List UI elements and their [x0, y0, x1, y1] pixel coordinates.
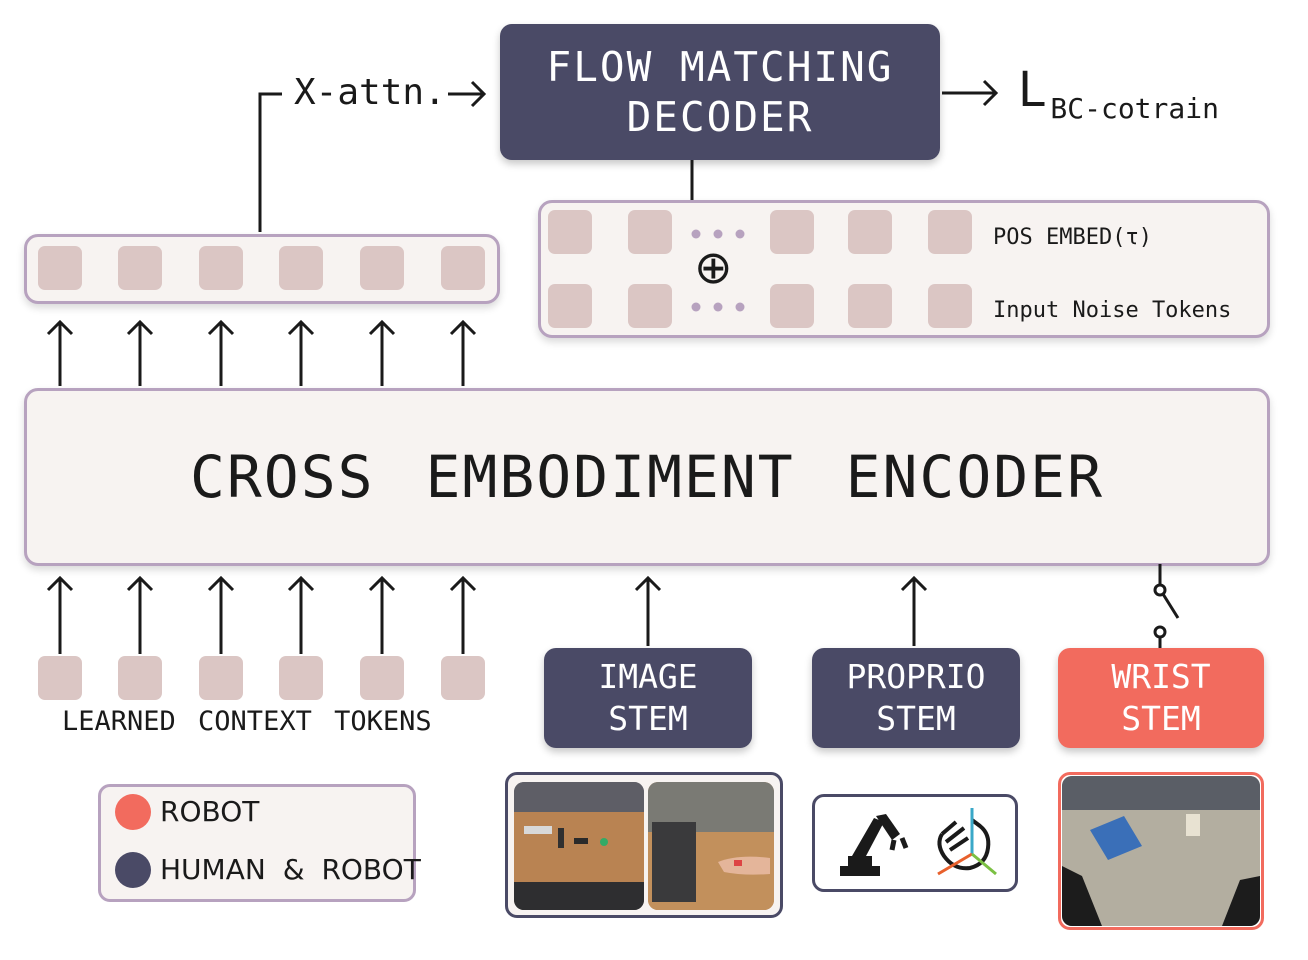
output-token — [118, 246, 162, 290]
camera-photo-robot-table — [514, 782, 644, 910]
photo-scene-wrist-view — [1062, 776, 1260, 926]
decoder-line2: DECODER — [626, 93, 814, 141]
pos-embed-token — [928, 210, 972, 254]
hand-keypoint-icon — [937, 808, 997, 876]
pos-embed-token — [548, 210, 592, 254]
loss-arrow — [942, 79, 999, 107]
output-token — [360, 246, 404, 290]
noise-token — [928, 284, 972, 328]
context-token — [279, 656, 323, 700]
image-stem-line2: STEM — [608, 699, 688, 738]
x-attn-connector — [258, 92, 282, 232]
wrist-stem-box: WRIST STEM — [1058, 648, 1264, 748]
camera-photo-human-table — [648, 782, 774, 910]
pos-embed-label: POS EMBED(τ) — [993, 225, 1152, 250]
context-tokens-label: LEARNED CONTEXT TOKENS — [62, 706, 432, 737]
output-token — [279, 246, 323, 290]
pos-embed-token — [628, 210, 672, 254]
photo-scene-human-table — [648, 782, 774, 910]
context-token — [441, 656, 485, 700]
input-noise-label: Input Noise Tokens — [993, 298, 1232, 323]
wrist-camera-photo — [1062, 776, 1260, 926]
pos-embed-token — [848, 210, 892, 254]
wrist-stem-line2: STEM — [1121, 699, 1201, 738]
context-token — [38, 656, 82, 700]
legend-robot-label: ROBOT — [160, 795, 260, 828]
noise-token — [770, 284, 814, 328]
loss-subscript: BC-cotrain — [1050, 92, 1219, 125]
robot-arm-icon — [840, 814, 909, 876]
output-token — [38, 246, 82, 290]
decoder-line1: FLOW MATCHING — [546, 43, 894, 91]
legend-human-robot-label: HUMAN & ROBOT — [160, 853, 421, 886]
flow-matching-decoder-box: FLOW MATCHING DECODER — [500, 24, 940, 160]
loss-symbol: L — [1018, 62, 1045, 118]
context-token — [199, 656, 243, 700]
noise-token — [548, 284, 592, 328]
context-token — [360, 656, 404, 700]
image-stem-arrow — [634, 575, 662, 646]
context-input-arrows — [46, 575, 477, 654]
legend-human-robot-dot — [115, 852, 151, 888]
wrist-switch — [1153, 564, 1180, 648]
noise-token — [848, 284, 892, 328]
wrist-stem-line1: WRIST — [1111, 657, 1211, 696]
cross-embodiment-encoder: CROSS EMBODIMENT ENCODER — [24, 388, 1270, 566]
encoder-output-arrows — [46, 319, 477, 386]
proprio-stem-line2: STEM — [876, 699, 956, 738]
loss-label: L BC-cotrain — [1018, 62, 1219, 125]
proprio-stem-box: PROPRIO STEM — [812, 648, 1020, 748]
oplus-symbol: ⊕ — [694, 240, 733, 294]
image-stem-line1: IMAGE — [598, 657, 698, 696]
noise-token — [628, 284, 672, 328]
output-token — [199, 246, 243, 290]
photo-scene-robot-table — [514, 782, 644, 910]
proprio-stem-line1: PROPRIO — [846, 657, 986, 696]
image-stem-box: IMAGE STEM — [544, 648, 752, 748]
x-attn-label: X-attn. — [294, 72, 446, 113]
encoder-label: CROSS EMBODIMENT ENCODER — [189, 443, 1105, 511]
legend-box — [98, 784, 416, 902]
context-output-panel — [24, 234, 500, 304]
x-attn-arrow — [448, 80, 487, 108]
context-token — [118, 656, 162, 700]
output-token — [441, 246, 485, 290]
proprio-stem-arrow — [900, 575, 928, 646]
pos-embed-token — [770, 210, 814, 254]
legend-robot-dot — [115, 794, 151, 830]
